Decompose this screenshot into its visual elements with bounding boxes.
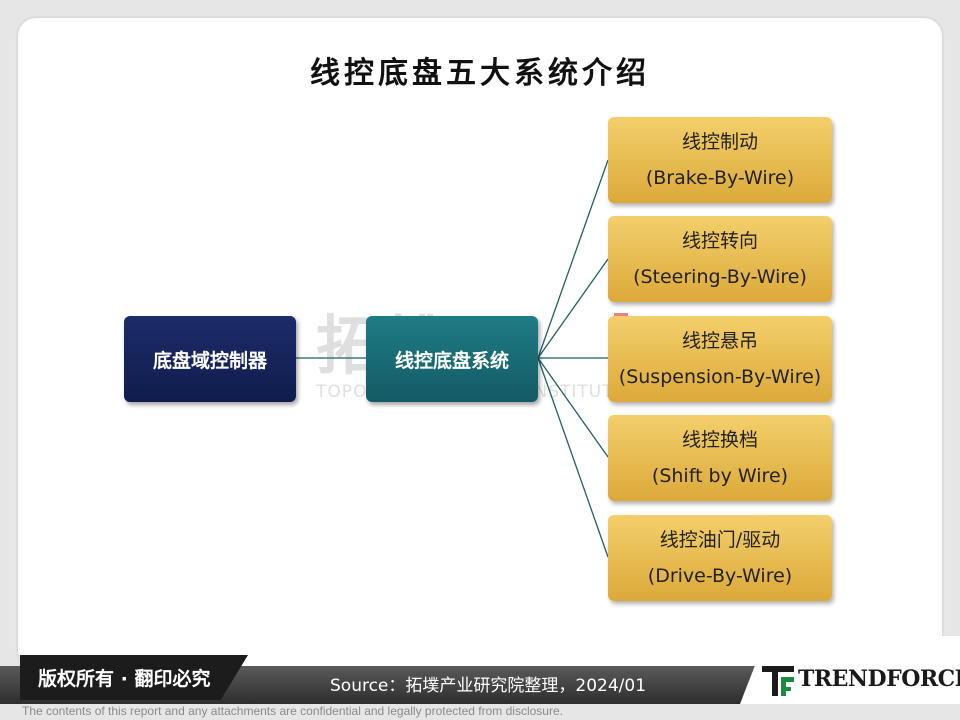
node-brake-by-wire: 线控制动 (Brake-By-Wire) [608, 117, 832, 203]
leaf-label-cn: 线控换档 [681, 429, 758, 451]
leaf-label-cn: 线控转向 [681, 230, 758, 252]
node-shift-by-wire: 线控换档 (Shift by Wire) [608, 415, 832, 501]
leaf-label-cn: 线控悬吊 [681, 330, 758, 352]
connector-hub-drive [537, 357, 609, 558]
leaf-label-en: (Brake-By-Wire) [645, 167, 795, 189]
node-steering-by-wire: 线控转向 (Steering-By-Wire) [608, 216, 832, 302]
trendforce-logo-text: TRENDFORCE [798, 666, 960, 692]
source-note: Source：拓墣产业研究院整理，2024/01 [330, 676, 647, 696]
leaf-label-en: (Steering-By-Wire) [633, 266, 807, 288]
leaf-label-en: (Shift by Wire) [651, 465, 789, 487]
node-by-wire-chassis-system: 线控底盘系统 [366, 316, 538, 402]
page-title: 线控底盘五大系统介绍 [310, 56, 650, 91]
node-suspension-by-wire: 线控悬吊 (Suspension-By-Wire) [608, 316, 832, 402]
trendforce-logo-icon [762, 666, 794, 696]
copyright-label: 版权所有 · 翻印必究 [20, 655, 248, 700]
connector-hub-brake [537, 159, 609, 359]
node-chassis-domain-controller: 底盘域控制器 [124, 316, 296, 402]
node-drive-by-wire: 线控油门/驱动 (Drive-By-Wire) [608, 515, 832, 601]
connector-hub-steering [537, 258, 609, 359]
leaf-label-cn: 线控油门/驱动 [659, 529, 781, 551]
leaf-label-en: (Drive-By-Wire) [647, 565, 793, 587]
leaf-label-en: (Suspension-By-Wire) [618, 366, 822, 388]
connector-hub-shift [537, 357, 609, 458]
leaf-label-cn: 线控制动 [681, 131, 758, 153]
disclaimer: The contents of this report and any atta… [22, 704, 563, 718]
